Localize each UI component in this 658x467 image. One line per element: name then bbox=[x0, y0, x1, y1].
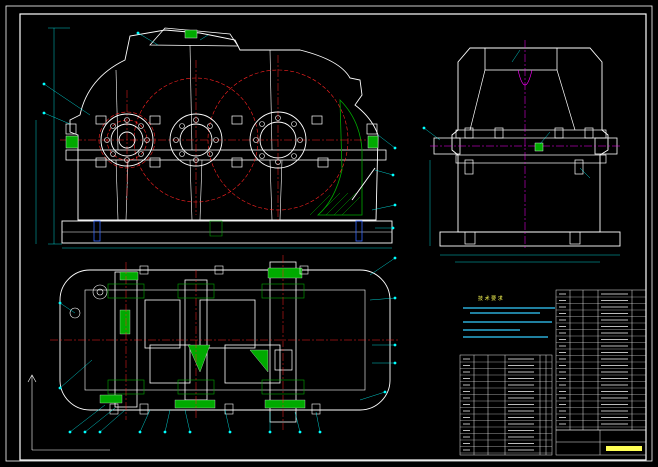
front-housing-outline bbox=[69, 29, 379, 221]
callout-dot bbox=[393, 203, 397, 207]
vent-plug bbox=[184, 29, 198, 39]
title-block bbox=[555, 429, 647, 456]
front-leaders bbox=[43, 32, 396, 229]
left-lug-section bbox=[65, 135, 79, 149]
title-block-label-bar bbox=[606, 446, 642, 451]
callout-dot bbox=[298, 430, 302, 434]
callout-dot bbox=[393, 296, 397, 300]
outer-frame bbox=[5, 5, 653, 462]
side-bolts bbox=[464, 127, 594, 245]
callout-dot bbox=[58, 386, 62, 390]
side-hook bbox=[517, 69, 533, 86]
anchor-bolt-right bbox=[355, 220, 363, 242]
top-bolts bbox=[69, 265, 321, 415]
callout-dot bbox=[393, 146, 397, 150]
parts-list-left bbox=[459, 354, 553, 456]
side-centerlines bbox=[430, 40, 620, 250]
callout-dot bbox=[188, 430, 192, 434]
side-top-cap bbox=[484, 47, 558, 71]
right-lug-section bbox=[367, 135, 379, 149]
part-callouts bbox=[42, 31, 426, 434]
side-dimensions bbox=[429, 160, 620, 263]
callout-dot bbox=[42, 82, 46, 86]
callout-dot bbox=[268, 430, 272, 434]
callout-dot bbox=[42, 111, 46, 115]
side-flange bbox=[455, 129, 607, 139]
callout-dot bbox=[422, 126, 426, 130]
drain-plug bbox=[209, 220, 223, 237]
callout-dot bbox=[58, 301, 62, 305]
parts-list-text bbox=[463, 293, 628, 451]
front-section-fill-right bbox=[316, 99, 363, 216]
callout-dot bbox=[68, 430, 72, 434]
front-bearing-caps bbox=[100, 111, 307, 169]
top-section-view bbox=[27, 255, 400, 451]
top-centerlines bbox=[50, 255, 400, 430]
callout-dot bbox=[318, 430, 322, 434]
top-shafts bbox=[114, 261, 297, 423]
front-centerlines bbox=[60, 55, 370, 220]
callout-dot bbox=[228, 430, 232, 434]
callout-dot bbox=[136, 31, 140, 35]
callout-dot bbox=[83, 430, 87, 434]
side-base bbox=[439, 231, 621, 247]
parts-list-rows bbox=[460, 296, 646, 454]
top-section-hatch bbox=[99, 267, 306, 409]
notes-lines bbox=[463, 307, 555, 338]
side-leaders bbox=[423, 49, 591, 179]
side-inner-taper bbox=[469, 69, 576, 131]
callout-dot bbox=[393, 361, 397, 365]
technical-requirements: 技 术 要 求 bbox=[463, 295, 555, 338]
oil-hatch bbox=[309, 192, 361, 216]
side-flange-lower bbox=[455, 154, 607, 164]
top-shaft-key bbox=[274, 349, 293, 371]
dipstick bbox=[351, 167, 376, 201]
parts-list-right bbox=[555, 289, 647, 431]
callout-dot bbox=[393, 343, 397, 347]
anchor-bolt-left bbox=[93, 220, 101, 242]
front-flange bbox=[65, 149, 387, 161]
callout-dot bbox=[391, 226, 395, 230]
front-view bbox=[35, 27, 396, 249]
front-flange-bolts bbox=[65, 115, 378, 168]
notes-title: 技 术 要 求 bbox=[478, 295, 503, 302]
front-dimensions bbox=[35, 27, 392, 249]
callout-dot bbox=[391, 173, 395, 177]
side-shaft-section bbox=[534, 142, 544, 152]
top-leaders bbox=[59, 257, 396, 433]
inner-frame bbox=[19, 13, 647, 461]
callout-dot bbox=[98, 430, 102, 434]
coordinate-axes bbox=[27, 374, 110, 451]
side-housing-outline bbox=[451, 47, 609, 233]
inspection-cover bbox=[149, 27, 239, 47]
front-cap-bolts bbox=[104, 115, 303, 165]
side-view bbox=[423, 40, 621, 263]
top-gears bbox=[144, 299, 281, 384]
callout-dot bbox=[138, 430, 142, 434]
callout-dot bbox=[393, 256, 397, 260]
callout-dot bbox=[163, 430, 167, 434]
callout-dot bbox=[383, 390, 387, 394]
